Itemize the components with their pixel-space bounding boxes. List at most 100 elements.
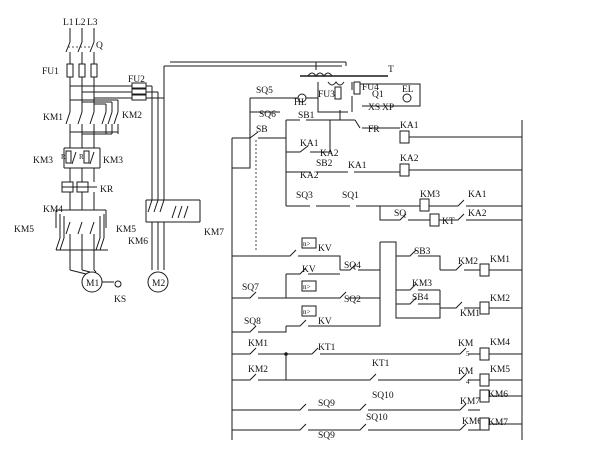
main-power-circuit: L1 L2 L3 Q FU1 FU2 (14, 18, 346, 305)
ks-label: KS (114, 295, 126, 305)
sq7-label: SQ7 (242, 283, 259, 293)
coil-km3 (419, 198, 430, 212)
sq9-a-label: SQ9 (318, 399, 335, 409)
sq1-label: SQ1 (342, 191, 359, 201)
sq5-label: SQ5 (256, 86, 273, 96)
coil-kt (429, 213, 440, 227)
coil-km3-label: KM3 (420, 190, 440, 200)
motor-m2: M2 (147, 271, 169, 293)
km1-aux-label: KM1 (248, 339, 268, 349)
lighting-circuit: T SQ5 HL FU3 FU4 Q1 EL XS XP SQ6 (232, 61, 421, 169)
kv-label-1: KV (318, 244, 332, 254)
contactor-km6-km7-main: KM7 (145, 199, 224, 238)
contactor-km4-km5-main: KM4 KM5 KM5 KM6 (14, 205, 148, 251)
km1-label: KM1 (43, 113, 63, 123)
km3-left-label: KM3 (33, 156, 53, 166)
coil-km5 (479, 373, 490, 387)
km5-left-label: KM5 (14, 225, 34, 235)
r-right-label: R (79, 153, 84, 161)
phase-label-l1: L1 (63, 18, 74, 28)
motor-m2-label: M2 (152, 279, 165, 289)
coil-ka2-label: KA2 (400, 154, 419, 164)
km5-label: KM (458, 339, 474, 349)
kv-box-3-text: n> (303, 308, 311, 316)
fuse-fu1: FU1 (42, 63, 98, 78)
fu2-label: FU2 (128, 75, 145, 85)
motor-m1: M1 KS (69, 269, 126, 305)
kt1-contact-a-label: KT1 (318, 343, 336, 353)
sb2-label: SB2 (316, 159, 333, 169)
el-label: EL (402, 85, 414, 95)
fu1-label: FU1 (42, 67, 59, 77)
resistor-km3-section: R R KM3 KM3 (33, 147, 123, 169)
kt1-contact-b-label: KT1 (372, 359, 390, 369)
km6-contact-label: KM6 (462, 417, 482, 427)
coil-ka1-label: KA1 (400, 121, 419, 131)
coil-km7-label: KM7 (488, 418, 508, 428)
relay-kr-heater: KR (61, 181, 114, 195)
q1-label: Q1 (372, 90, 384, 100)
km3-right-label: KM3 (103, 156, 123, 166)
xs-label: XS (368, 103, 380, 113)
fu3-label: FU3 (318, 90, 335, 100)
km4-label: KM4 (43, 205, 63, 215)
sq10-a-label: SQ10 (372, 391, 394, 401)
sq10-b-label: SQ10 (366, 413, 388, 423)
coil-km4-label: KM4 (490, 338, 510, 348)
sb-label: SB (256, 125, 268, 135)
xp-label: XP (382, 103, 394, 113)
km2-contact-label: KM2 (458, 257, 478, 267)
ka2-contact-b-label: KA2 (300, 171, 319, 181)
ka2-contact-a-label: KA2 (320, 149, 339, 159)
main-switch-q: Q (65, 41, 103, 64)
km6-label: KM6 (128, 237, 148, 247)
coil-km2 (479, 301, 490, 315)
coil-km2-label: KM2 (490, 294, 510, 304)
km3-contact-label: KM3 (412, 279, 432, 289)
fu4-label: FU4 (362, 83, 379, 93)
sq2-label: SQ2 (344, 295, 361, 305)
coil-km6-label: KM6 (488, 390, 508, 400)
sq-label: SQ (394, 209, 406, 219)
fuse-fu2: FU2 (128, 75, 147, 101)
km7-label: KM7 (204, 228, 224, 238)
km4-label: KM (458, 367, 474, 377)
coil-ka2 (399, 163, 410, 177)
r-left-label: R (61, 153, 66, 161)
sq4-label: SQ4 (344, 261, 361, 271)
km1-contact-label: KM1 (460, 309, 480, 319)
transformer-t-label: T (388, 65, 394, 75)
hl-label: HL (294, 98, 307, 108)
phase-label-l2: L2 (75, 18, 86, 28)
pushbutton-sb: SB (232, 125, 286, 250)
contactor-km1-main: KM1 (43, 111, 95, 130)
sb3-label: SB3 (414, 247, 431, 257)
kv-box-1-text: n> (303, 240, 311, 248)
coil-km1-label: KM1 (490, 255, 510, 265)
kv-box-2-text: n> (303, 283, 311, 291)
coil-ka1 (399, 130, 410, 144)
kv-label-3: KV (318, 317, 332, 327)
sq3-label: SQ3 (296, 191, 313, 201)
km2-aux-label: KM2 (248, 365, 268, 375)
coil-km4 (479, 347, 490, 361)
km7-contact-label: KM7 (460, 397, 480, 407)
coil-km5-label: KM5 (490, 365, 510, 375)
coil-km1 (479, 263, 490, 277)
sq6-label: SQ6 (259, 110, 276, 120)
sb4-label: SB4 (412, 293, 429, 303)
sb1-label: SB1 (298, 111, 315, 121)
kv-box-1 (301, 237, 317, 249)
ka1-contact-c-label: KA1 (468, 190, 487, 200)
fr-label: FR (368, 125, 380, 135)
km2-label: KM2 (122, 111, 142, 121)
kv-contact-label: KV (302, 265, 316, 275)
kv-box-2 (301, 280, 317, 292)
km5-right-label: KM5 (116, 225, 136, 235)
coil-kt-label: KT (442, 217, 455, 227)
control-circuit: SB SB1 FR KA1 KA1 KA2 SB2 KA1 KA2 KA2 SQ… (231, 111, 523, 441)
ka2-contact-c-label: KA2 (468, 209, 487, 219)
ka1-contact-a-label: KA1 (300, 139, 319, 149)
